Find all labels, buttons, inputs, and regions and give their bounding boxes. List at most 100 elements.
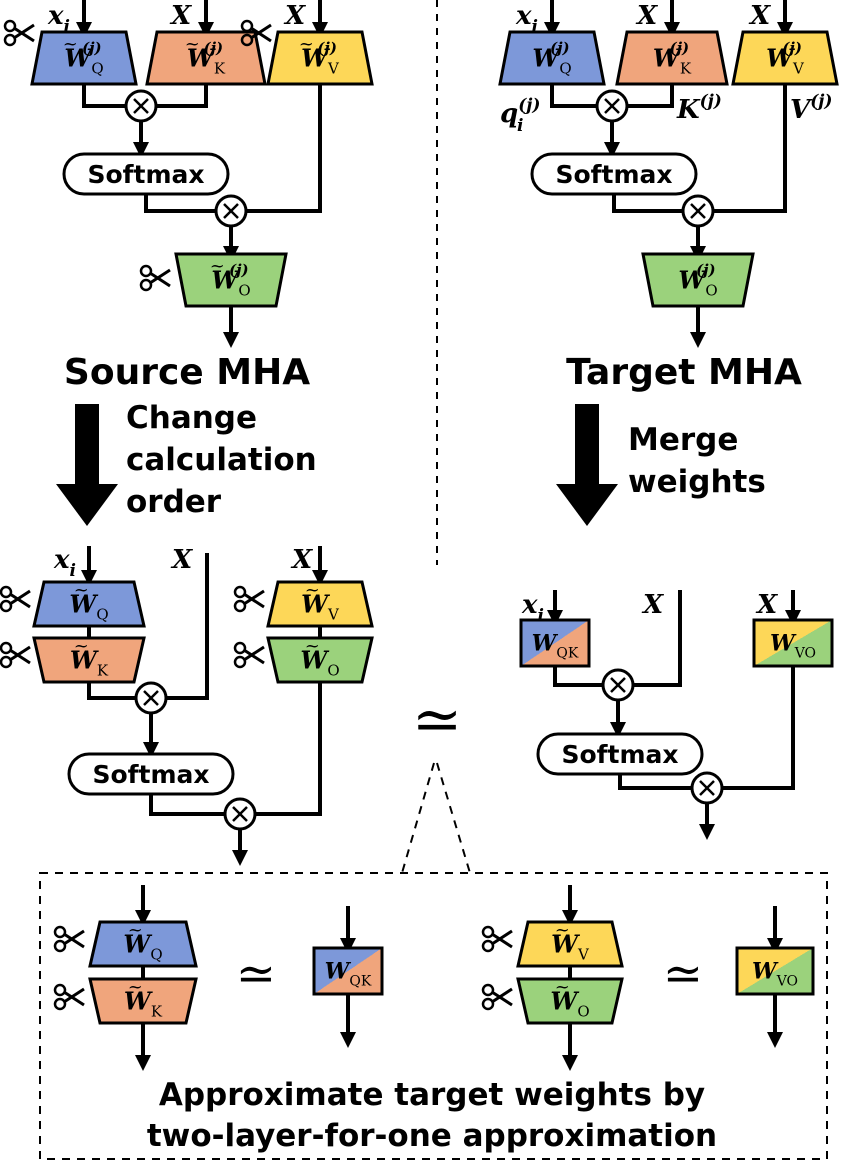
w-q-reordered: WQ~ bbox=[32, 580, 146, 628]
approx-w-v: WV~ bbox=[516, 920, 624, 968]
wire-vo-to-mult2-merged bbox=[722, 666, 795, 790]
approx-connector-right bbox=[436, 762, 471, 874]
tilde-mark: ~ bbox=[63, 34, 78, 55]
softmax-box-merged: Softmax bbox=[536, 732, 704, 776]
label-q-tgt: q(j)i bbox=[500, 95, 540, 136]
multiply-icon bbox=[134, 681, 168, 715]
softmax-box-reordered: Softmax bbox=[67, 752, 235, 796]
wire-v-to-mult2-src bbox=[246, 84, 322, 213]
label-x-reordered: X bbox=[170, 545, 194, 575]
w-o-reordered: WO~ bbox=[266, 636, 374, 684]
weight-symbol: WK bbox=[124, 986, 163, 1020]
scissors-icon bbox=[240, 19, 272, 47]
change-order-line2: calculation bbox=[126, 442, 317, 478]
weight-symbol: WK(j) bbox=[653, 39, 692, 77]
multiply-icon bbox=[595, 89, 629, 123]
wire-x-to-mult1-reordered bbox=[166, 553, 209, 700]
tilde-mark: ~ bbox=[74, 580, 89, 601]
wire-softmax-to-mult2-tgt bbox=[612, 194, 683, 213]
w-qk-merged: WQK bbox=[519, 618, 591, 668]
w-k-source: WK(j)~ bbox=[145, 30, 267, 86]
scissors-icon bbox=[53, 983, 85, 1011]
multiply-icon bbox=[690, 771, 724, 805]
merge-weights-line1: Merge bbox=[628, 422, 738, 458]
wire-k-to-mult1-src bbox=[156, 84, 208, 108]
weight-symbol: WK(j) bbox=[187, 39, 226, 77]
label-x-merged: X bbox=[641, 590, 665, 620]
tilde-mark: ~ bbox=[299, 34, 314, 55]
label-k-tgt: K(j) bbox=[676, 91, 722, 125]
tilde-mark: ~ bbox=[555, 920, 570, 941]
source-mha-title: Source MHA bbox=[64, 352, 310, 393]
w-o-source: WO(j)~ bbox=[174, 252, 288, 308]
svg-text:Softmax: Softmax bbox=[92, 760, 209, 789]
label-xi-merged: xi bbox=[521, 590, 544, 626]
weight-symbol: WO bbox=[300, 645, 339, 679]
multiply-icon bbox=[601, 668, 635, 702]
tilde-mark: ~ bbox=[128, 920, 143, 941]
approx-w-k: WK~ bbox=[88, 977, 198, 1025]
scissors-icon bbox=[481, 925, 513, 953]
wire-softmax-to-mult2-src bbox=[144, 194, 216, 213]
w-v-source: WV(j)~ bbox=[266, 30, 374, 86]
scissors-icon bbox=[53, 925, 85, 953]
weight-symbol: WQ(j) bbox=[64, 39, 103, 77]
label-x-k-src: X bbox=[169, 1, 193, 31]
target-mha-title: Target MHA bbox=[566, 352, 802, 393]
softmax-box-source: Softmax bbox=[62, 152, 230, 196]
weight-symbol: WO(j) bbox=[678, 261, 717, 299]
approx-caption-line1: Approximate target weights by bbox=[159, 1077, 705, 1113]
weight-symbol: WQK bbox=[532, 631, 579, 662]
wire-o-to-mult2-reordered bbox=[255, 682, 322, 816]
tilde-mark: ~ bbox=[210, 256, 225, 277]
scissors-icon bbox=[233, 641, 265, 669]
big-arrow-left bbox=[56, 404, 118, 526]
softmax-box-target: Softmax bbox=[530, 152, 698, 196]
scissors-icon bbox=[3, 19, 35, 47]
w-k-target: WK(j) bbox=[615, 30, 729, 86]
svg-text:Softmax: Softmax bbox=[561, 740, 678, 769]
approx-w-vo: WVO bbox=[735, 946, 815, 996]
tilde-mark: ~ bbox=[305, 580, 320, 601]
tilde-mark: ~ bbox=[305, 636, 320, 657]
weight-symbol: WVO bbox=[770, 631, 816, 662]
weight-symbol: WQK bbox=[325, 959, 372, 990]
weight-symbol: WQ(j) bbox=[532, 39, 571, 77]
weight-symbol: WO(j) bbox=[211, 261, 250, 299]
weight-symbol: WVO bbox=[752, 959, 798, 990]
weight-symbol: WV bbox=[301, 589, 340, 623]
weight-symbol: WV bbox=[551, 929, 590, 963]
tilde-mark: ~ bbox=[74, 636, 89, 657]
wire-qk-to-mult1-merged bbox=[553, 666, 603, 687]
wire-softmax-to-mult2-reordered bbox=[149, 794, 225, 816]
tilde-mark: ~ bbox=[555, 977, 570, 998]
scissors-icon bbox=[481, 983, 513, 1011]
weight-symbol: WQ bbox=[69, 589, 108, 623]
multiply-icon bbox=[214, 194, 248, 228]
label-x-v-tgt: X bbox=[748, 1, 772, 31]
scissors-icon bbox=[233, 585, 265, 613]
weight-symbol: WV(j) bbox=[766, 39, 805, 77]
merge-weights-line2: weights bbox=[628, 464, 766, 500]
wire-v-to-mult2-tgt bbox=[713, 84, 787, 213]
approx-connector-left bbox=[401, 762, 435, 874]
w-v-target: WV(j) bbox=[731, 30, 839, 86]
approx-caption-line2: two-layer-for-one approximation bbox=[147, 1118, 717, 1154]
big-arrow-right bbox=[556, 404, 618, 526]
label-x-k-tgt: X bbox=[635, 1, 659, 31]
tilde-mark: ~ bbox=[185, 34, 200, 55]
w-q-target: WQ(j) bbox=[498, 30, 606, 86]
svg-text:Softmax: Softmax bbox=[555, 160, 672, 189]
change-order-line1: Change bbox=[126, 400, 257, 436]
w-q-source: WQ(j)~ bbox=[30, 30, 138, 86]
wire-q-to-mult1-src bbox=[82, 84, 126, 108]
label-xi-reordered: xi bbox=[53, 545, 76, 581]
wire-k-to-mult1-tgt bbox=[627, 84, 674, 108]
label-x-vo-merged: X bbox=[755, 590, 779, 620]
multiply-icon bbox=[223, 797, 257, 831]
approx-symbol-qk: ≃ bbox=[236, 946, 276, 1002]
wire-k-to-mult1-reordered bbox=[87, 682, 136, 700]
wire-q-to-mult1-tgt bbox=[550, 84, 597, 108]
approx-symbol-vo: ≃ bbox=[663, 946, 703, 1002]
